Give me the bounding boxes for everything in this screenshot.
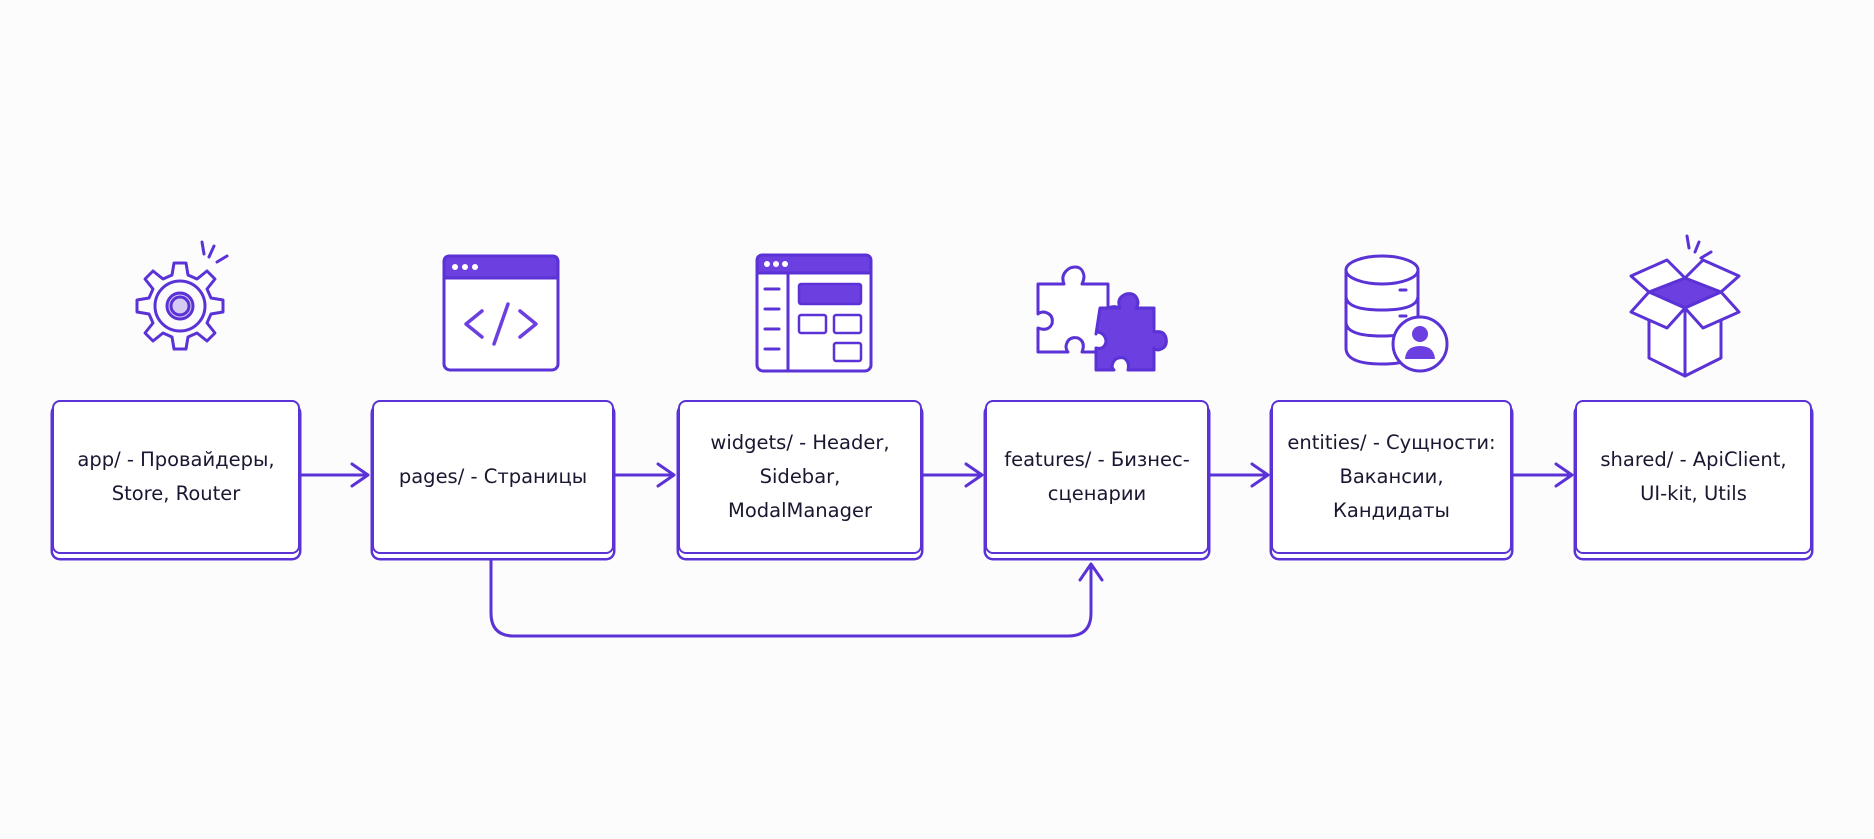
gear-icon xyxy=(135,240,229,351)
arrow-features-to-entities xyxy=(1206,462,1270,488)
database-user-icon xyxy=(1344,254,1449,373)
node-entities: entities/ - Сущности: Вакансии, Кандидат… xyxy=(1271,400,1512,554)
arrow-widgets-to-features xyxy=(920,462,984,488)
arrow-app-to-pages xyxy=(298,462,370,488)
layout-window-icon xyxy=(755,253,873,373)
open-box-icon xyxy=(1629,234,1741,378)
node-widgets-label: widgets/ - Header, Sidebar, ModalManager xyxy=(710,431,890,522)
node-pages-label: pages/ - Страницы xyxy=(398,465,588,488)
node-shared: shared/ - ApiClient, UI-kit, Utils xyxy=(1575,400,1812,554)
node-entities-label: entities/ - Сущности: Вакансии, Кандидат… xyxy=(1287,431,1496,522)
node-widgets: widgets/ - Header, Sidebar, ModalManager xyxy=(678,400,922,554)
node-features: features/ - Бизнес- сценарии xyxy=(985,400,1209,554)
node-shared-label: shared/ - ApiClient, UI-kit, Utils xyxy=(1600,448,1787,505)
code-window-icon xyxy=(442,254,560,372)
puzzle-icon xyxy=(1036,265,1168,372)
node-app-label: app/ - Провайдеры, Store, Router xyxy=(77,448,275,505)
arrow-pages-to-widgets xyxy=(612,462,676,488)
node-pages: pages/ - Страницы xyxy=(372,400,614,554)
node-app: app/ - Провайдеры, Store, Router xyxy=(52,400,300,554)
arrow-entities-to-shared xyxy=(1510,462,1574,488)
arrow-pages-to-features xyxy=(489,558,1104,638)
node-features-label: features/ - Бизнес- сценарии xyxy=(1004,448,1190,505)
